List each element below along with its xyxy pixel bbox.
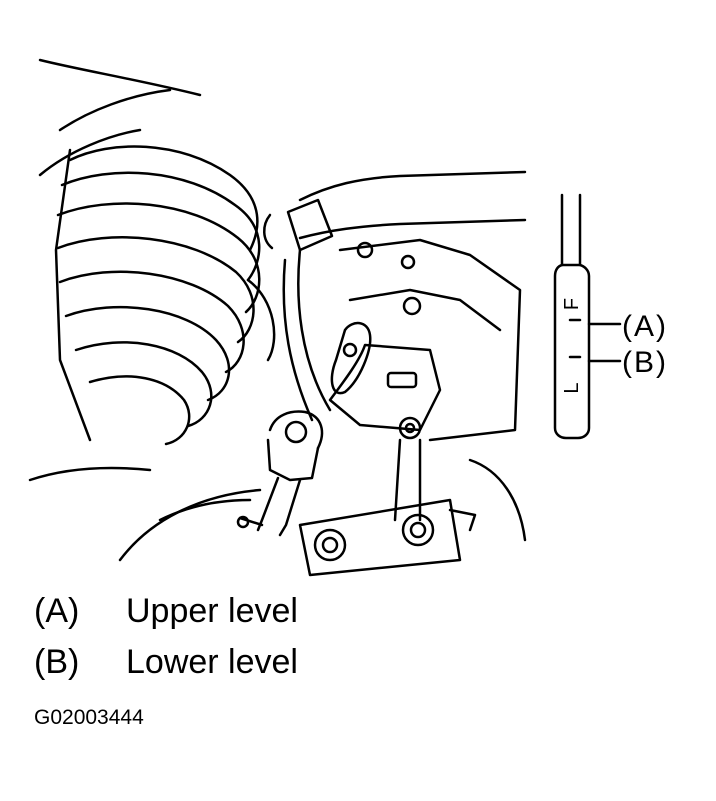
cross-pipe xyxy=(263,170,527,422)
callout-b-label: (B) xyxy=(622,346,668,379)
engine-bay-illustration: F L xyxy=(28,58,622,577)
mounting-bracket xyxy=(328,238,522,522)
body-contours xyxy=(28,58,262,562)
dipstick xyxy=(553,193,622,440)
intake-hose xyxy=(54,145,276,446)
figure-id: G02003444 xyxy=(34,706,144,729)
legend-key: (B) xyxy=(34,643,80,681)
legend-key: (A) xyxy=(34,592,80,630)
dipstick-mark-f: F xyxy=(561,298,583,310)
lower-hose xyxy=(236,410,324,537)
dipstick-mark-l: L xyxy=(561,382,583,393)
legend-description: Lower level xyxy=(126,643,298,681)
legend-description: Upper level xyxy=(126,592,298,630)
callout-a-label: (A) xyxy=(622,310,668,343)
engine-block xyxy=(298,458,527,577)
